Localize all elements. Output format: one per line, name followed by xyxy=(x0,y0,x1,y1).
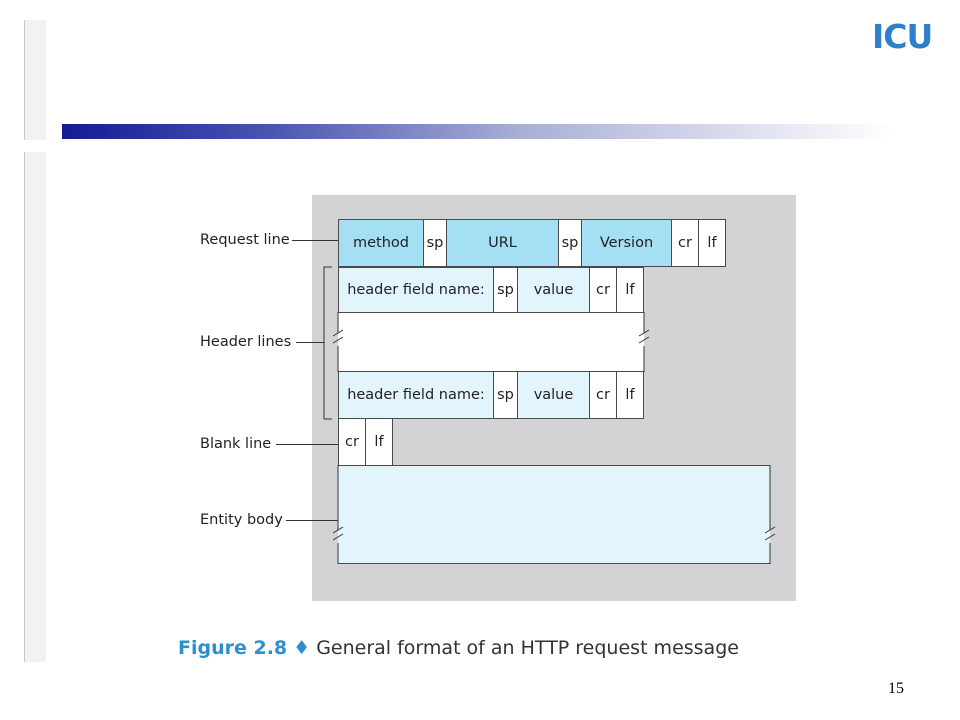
header-lf-field-1: lf xyxy=(616,267,644,313)
header-cr-field-2: cr xyxy=(589,371,617,419)
request-method-field: method xyxy=(338,219,424,267)
request-cr-field: cr xyxy=(671,219,699,267)
header-lines-bracket xyxy=(323,266,332,420)
page-number: 15 xyxy=(888,680,904,697)
blank-line-label: Blank line xyxy=(200,436,272,452)
request-sp-field-2: sp xyxy=(558,219,582,267)
entity-body-box xyxy=(338,465,770,564)
request-url-field: URL xyxy=(446,219,559,267)
entity-body-label: Entity body xyxy=(200,512,283,528)
request-lf-field: lf xyxy=(698,219,726,267)
icu-logo: ICU xyxy=(872,17,933,56)
slide-left-accent-bottom xyxy=(24,152,46,662)
entity-body-edges xyxy=(332,465,776,564)
entity-body-leader xyxy=(286,520,338,521)
header-value-field-2: value xyxy=(517,371,590,419)
caption-text: General format of an HTTP request messag… xyxy=(316,637,739,659)
title-gradient-bar xyxy=(62,124,892,139)
blank-line-leader xyxy=(276,444,338,445)
slide-left-accent-top xyxy=(24,20,46,140)
header-cr-field-1: cr xyxy=(589,267,617,313)
figure-caption: Figure 2.8♦General format of an HTTP req… xyxy=(178,637,739,659)
request-version-field: Version xyxy=(581,219,672,267)
caption-diamond-icon: ♦ xyxy=(293,637,311,659)
request-line-label: Request line xyxy=(200,232,290,248)
header-field-name-2: header field name: xyxy=(338,371,494,419)
header-lines-continuation xyxy=(338,312,644,372)
header-sp-field-1: sp xyxy=(493,267,518,313)
header-continuation-edges xyxy=(332,312,650,372)
header-lines-label: Header lines xyxy=(200,334,292,350)
header-lines-leader xyxy=(296,342,324,343)
header-lf-field-2: lf xyxy=(616,371,644,419)
figure-number: Figure 2.8 xyxy=(178,637,288,659)
request-line-leader xyxy=(292,240,338,241)
blank-line-cr-field: cr xyxy=(338,418,366,466)
request-sp-field-1: sp xyxy=(423,219,447,267)
header-sp-field-2: sp xyxy=(493,371,518,419)
